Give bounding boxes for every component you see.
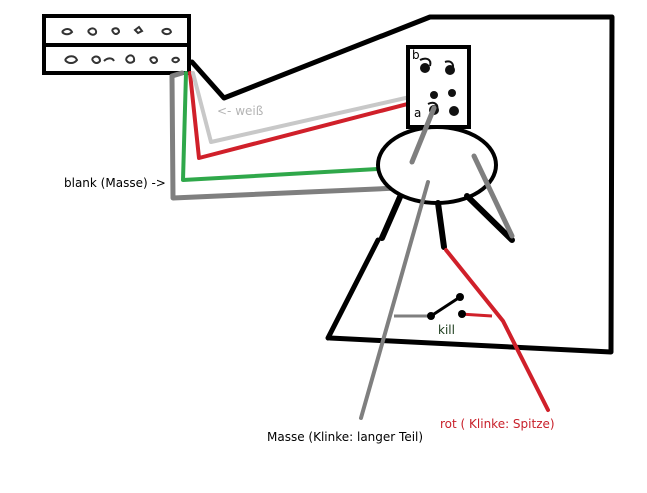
jack-ground-lines [359, 105, 515, 420]
potentiometer-icon [406, 45, 471, 129]
red-wire [188, 71, 425, 160]
pot-lug-a-label: a [414, 106, 422, 120]
guitar-body-edge [325, 237, 381, 341]
white-wire [191, 71, 434, 144]
rot-tip-label: rot ( Klinke: Spitze) [440, 417, 555, 431]
weiss-wire-label: <- weiß [217, 104, 264, 118]
humbucker-pickup-icon [42, 14, 191, 75]
pot-lug-b-label: b [412, 48, 420, 62]
hot-wire [444, 248, 550, 412]
kill-switch-icon [394, 293, 493, 320]
guitar-body-outline [189, 14, 615, 355]
wires [169, 70, 434, 201]
green-wire [181, 71, 398, 182]
output-jack-icon [376, 125, 515, 250]
blank-ground-label: blank (Masse) -> [64, 176, 166, 190]
masse-sleeve-label: Masse (Klinke: langer Teil) [267, 430, 424, 444]
kill-switch-label: kill [438, 323, 455, 337]
ground-wire [169, 70, 401, 201]
